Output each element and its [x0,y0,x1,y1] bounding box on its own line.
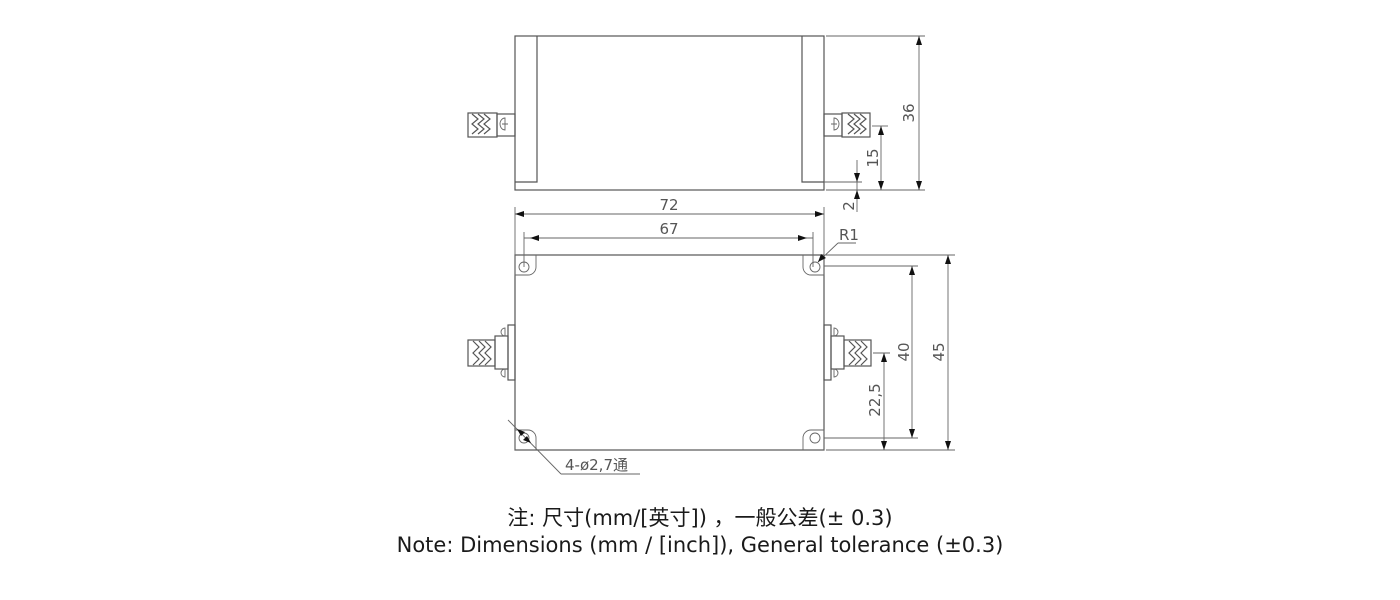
svg-text:40: 40 [895,342,913,361]
note-chinese: 注: 尺寸(mm/[英寸]) ，一般公差(± 0.3) [507,506,893,530]
svg-text:R1: R1 [839,226,859,244]
svg-text:67: 67 [659,220,678,238]
left-sma-connector-icon [467,324,516,381]
hole-callout: 4-ø2,7通 [507,419,640,475]
svg-text:22,5: 22,5 [866,383,884,416]
mounting-hole-icon [514,255,537,276]
radius-callout-r1: R1 [817,226,859,263]
svg-text:45: 45 [930,342,948,361]
dimension-67: 67 [523,220,814,267]
front-view: 72 67 R1 45 [467,196,955,475]
dimension-15: 15 [864,125,888,190]
right-sma-connector-icon [823,324,872,381]
dimension-45: 45 [826,254,955,451]
dimension-40: 40 [824,265,918,439]
dimension-36: 36 [826,35,925,191]
note-english: Note: Dimensions (mm / [inch]), General … [396,533,1004,557]
svg-text:2: 2 [840,201,858,211]
dimension-72: 72 [514,196,825,255]
dimension-2: 2 [824,160,862,212]
svg-text:15: 15 [864,148,882,167]
svg-text:72: 72 [659,196,678,214]
right-sma-connector-icon [823,112,871,138]
dimension-22-5: 22,5 [866,352,890,450]
top-view: 36 15 2 [467,35,925,212]
mounting-hole-icon [802,429,825,450]
svg-text:4-ø2,7通: 4-ø2,7通 [565,456,628,474]
svg-text:36: 36 [900,103,918,122]
mounting-hole-icon [802,255,825,276]
left-sma-connector-icon [467,112,516,138]
